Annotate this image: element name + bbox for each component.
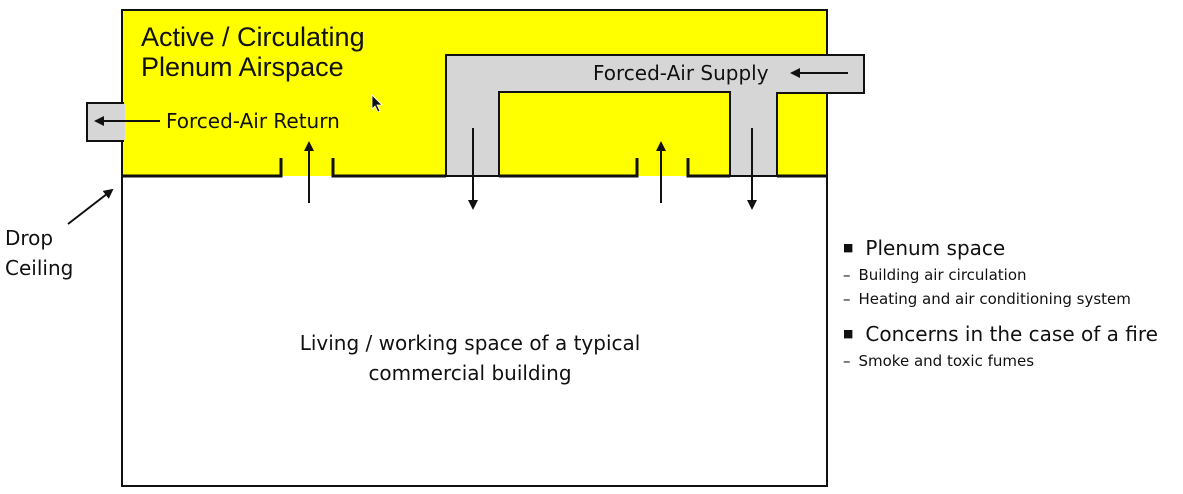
note-heading: Concerns in the case of a fire: [843, 322, 1158, 346]
ceiling-label-line1: Drop: [5, 226, 54, 250]
ceiling-label-line2: Ceiling: [5, 256, 74, 280]
supply-label: Forced-Air Supply: [593, 61, 769, 85]
note-item: Building air circulation: [843, 266, 1158, 284]
note-item: Heating and air conditioning system: [843, 290, 1158, 308]
ceiling-pointer-arrow-icon: [67, 188, 114, 225]
plenum-title: Active / Circulating Plenum Airspace: [141, 22, 365, 82]
living-label-line1: Living / working space of a typical: [299, 331, 641, 355]
notes-list: Plenum space Building air circulation He…: [843, 236, 1158, 370]
plenum-title-line2: Plenum Airspace: [141, 52, 344, 82]
return-label: Forced-Air Return: [166, 109, 340, 133]
note-item: Smoke and toxic fumes: [843, 352, 1158, 370]
plenum-title-line1: Active / Circulating: [141, 22, 365, 52]
mouse-cursor-icon: [371, 94, 383, 113]
ceiling-label: Drop Ceiling: [5, 223, 73, 283]
living-space-label: Living / working space of a typical comm…: [282, 328, 658, 388]
living-label-line2: commercial building: [368, 361, 572, 385]
note-heading: Plenum space: [843, 236, 1158, 260]
